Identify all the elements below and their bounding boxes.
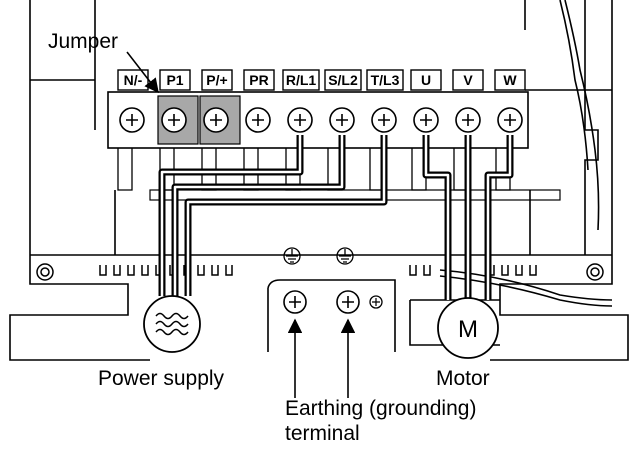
terminal-label-t-l3: T/L3 [371,72,400,88]
power-wires [158,135,388,296]
terminal-label-n: N/- [124,72,143,88]
earthing-terminal-block [267,247,396,352]
terminal-label-s-l2: S/L2 [328,72,358,88]
ground-symbol-icon [336,247,354,265]
terminal-label-r-l1: R/L1 [286,72,317,88]
terminal-block [107,91,561,201]
earthing-callout-line2: terminal [285,422,360,445]
terminal-label-p-plus: P/+ [206,72,227,88]
mounting-screws [36,263,604,281]
terminal-label-texts: N/- P1 P/+ PR R/L1 S/L2 T/L3 U V W [124,72,518,88]
motor-symbol: M [437,297,499,359]
power-supply-callout: Power supply [98,367,225,390]
terminal-labels [117,69,526,91]
earthing-callout-line1: Earthing (grounding) [285,397,477,420]
terminal-label-v: V [463,72,473,88]
ground-symbol-icon [283,247,301,265]
terminal-label-p1: P1 [166,72,183,88]
terminal-label-u: U [421,72,431,88]
enclosure [9,0,629,361]
terminal-label-w: W [503,72,517,88]
motor-letter: M [458,316,478,343]
terminal-label-pr: PR [249,72,268,88]
jumper-arrow [126,51,159,94]
jumper-callout: Jumper [48,30,119,53]
motor-callout: Motor [436,367,490,390]
power-supply-symbol [143,295,201,353]
motor-wires [422,135,514,300]
